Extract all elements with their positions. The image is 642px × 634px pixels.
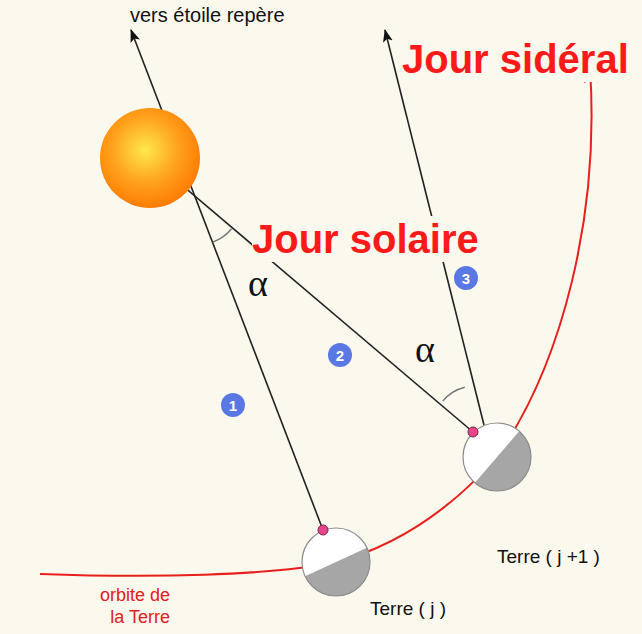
period-title: Jour sidéral bbox=[402, 36, 629, 82]
angle-label: α bbox=[248, 262, 268, 306]
observer-dot bbox=[318, 525, 328, 535]
observer-dot bbox=[468, 427, 478, 437]
callout-number: 2 bbox=[336, 348, 344, 363]
earth bbox=[463, 423, 545, 505]
callout-number: 3 bbox=[462, 271, 470, 286]
callout-circle: 1 bbox=[221, 393, 245, 417]
sun-line bbox=[150, 158, 473, 432]
callout-circle: 2 bbox=[328, 343, 352, 367]
period-title: Jour solaire bbox=[252, 216, 479, 262]
angle-arc bbox=[213, 229, 232, 242]
earth-label: Terre ( j +1 ) bbox=[497, 546, 600, 568]
angle-label: α bbox=[415, 328, 435, 372]
orbit-label: orbite de la Terre bbox=[94, 584, 170, 628]
angle-arc bbox=[443, 387, 465, 401]
direction-label: vers étoile repère bbox=[130, 4, 285, 27]
callout-number: 1 bbox=[229, 398, 237, 413]
earth-label: Terre ( j ) bbox=[370, 598, 446, 620]
callout-circle: 3 bbox=[454, 266, 478, 290]
earth bbox=[302, 528, 381, 607]
sun bbox=[100, 108, 200, 208]
orbit-path bbox=[40, 68, 592, 576]
